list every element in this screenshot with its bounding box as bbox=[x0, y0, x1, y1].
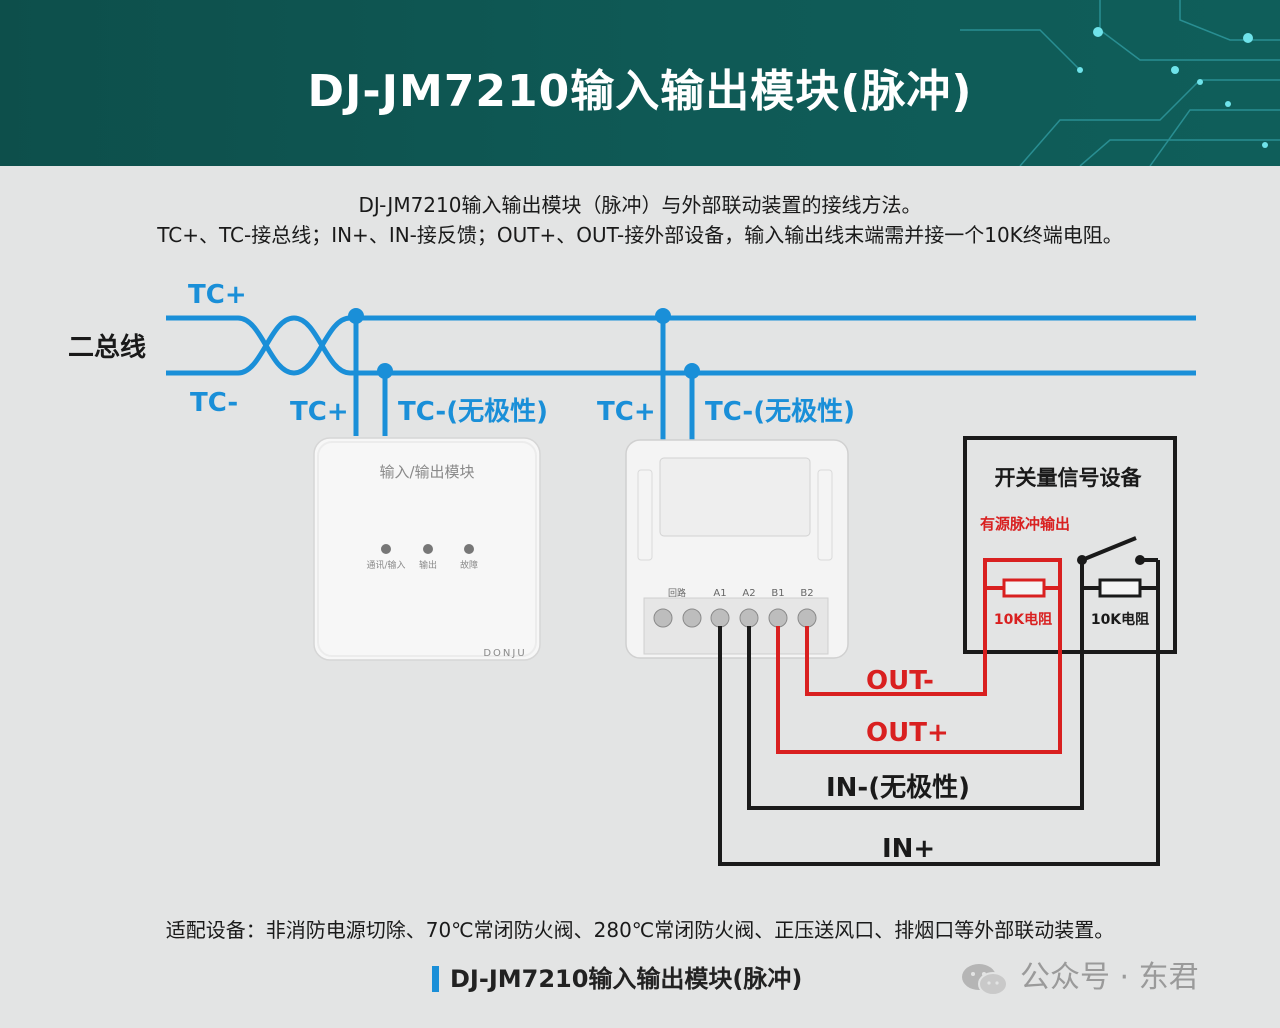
led-comm bbox=[381, 544, 391, 554]
terminal-screw-4 bbox=[739, 608, 759, 628]
led-fault bbox=[464, 544, 474, 554]
device-subtitle: 有源脉冲输出 bbox=[980, 515, 1070, 533]
out-plus-label: OUT+ bbox=[866, 718, 949, 748]
circuit-decoration bbox=[960, 0, 1280, 166]
out-minus-label: OUT- bbox=[866, 666, 934, 696]
module-front: 输入/输出模块 通讯/输入 输出 故障 DONJU bbox=[313, 437, 541, 661]
bus-junction-dots bbox=[348, 308, 700, 379]
footer-caption-text: DJ-JM7210输入输出模块(脉冲) bbox=[450, 965, 803, 993]
in-wires bbox=[718, 536, 1160, 866]
switch-dots bbox=[1077, 555, 1145, 565]
terminal-screw-5 bbox=[768, 608, 788, 628]
terminal-label-b2: B2 bbox=[800, 588, 813, 599]
terminal-loop-label: 回路 bbox=[668, 587, 686, 599]
branch2-tc-minus-label: TC-(无极性) bbox=[705, 397, 855, 427]
led-output bbox=[423, 544, 433, 554]
branch1-tc-plus-label: TC+ bbox=[290, 397, 349, 427]
branch1-tc-minus-label: TC-(无极性) bbox=[398, 397, 548, 427]
terminal-label-a2: A2 bbox=[742, 588, 755, 599]
watermark-text: 公众号 · 东君 bbox=[1020, 960, 1199, 995]
led1-label: 通讯/输入 bbox=[366, 559, 405, 571]
in-plus-label: IN+ bbox=[882, 834, 935, 864]
module-front-label: 输入/输出模块 bbox=[379, 463, 474, 481]
module-brand: DONJU bbox=[483, 648, 526, 659]
page-title: DJ-JM7210输入输出模块(脉冲) bbox=[307, 66, 973, 117]
footer-note: 适配设备：非消防电源切除、70℃常闭防火阀、280℃常闭防火阀、正压送风口、排烟… bbox=[165, 918, 1115, 942]
footer-caption: DJ-JM7210输入输出模块(脉冲) bbox=[432, 960, 802, 998]
terminal-screw-3 bbox=[710, 608, 730, 628]
caption-accent-bar bbox=[432, 966, 439, 992]
wechat-icon bbox=[962, 964, 1008, 996]
terminal-screw-6 bbox=[797, 608, 817, 628]
signal-device-box: 开关量信号设备 有源脉冲输出 bbox=[963, 436, 1177, 654]
bus-tc-minus-label: TC- bbox=[190, 388, 238, 418]
branch2-tc-plus-label: TC+ bbox=[597, 397, 656, 427]
header-banner: DJ-JM7210输入输出模块(脉冲) bbox=[0, 0, 1280, 166]
terminal-screw-2 bbox=[682, 608, 702, 628]
out-wires bbox=[776, 558, 1062, 754]
module-base: A1 A2 B1 B2 回路 bbox=[625, 439, 849, 659]
terminal-screw-1 bbox=[653, 608, 673, 628]
resistor-red-label: 10K电阻 bbox=[994, 611, 1052, 628]
bus-lines bbox=[166, 315, 1196, 620]
in-minus-label: IN-(无极性) bbox=[826, 773, 970, 803]
intro-line-2: TC+、TC-接总线；IN+、IN-接反馈；OUT+、OUT-接外部设备，输入输… bbox=[157, 223, 1123, 247]
led2-label: 输出 bbox=[419, 559, 437, 571]
resistor-black-label: 10K电阻 bbox=[1091, 611, 1149, 628]
bus-tc-plus-label: TC+ bbox=[188, 280, 247, 310]
terminal-label-b1: B1 bbox=[771, 588, 784, 599]
led3-label: 故障 bbox=[460, 559, 478, 571]
intro-line-1: DJ-JM7210输入输出模块（脉冲）与外部联动装置的接线方法。 bbox=[358, 193, 922, 217]
device-title: 开关量信号设备 bbox=[995, 466, 1143, 490]
resistor-black bbox=[1098, 578, 1142, 598]
resistor-red bbox=[1002, 578, 1046, 598]
terminal-label-a1: A1 bbox=[713, 588, 726, 599]
bus-name-label: 二总线 bbox=[68, 333, 146, 363]
